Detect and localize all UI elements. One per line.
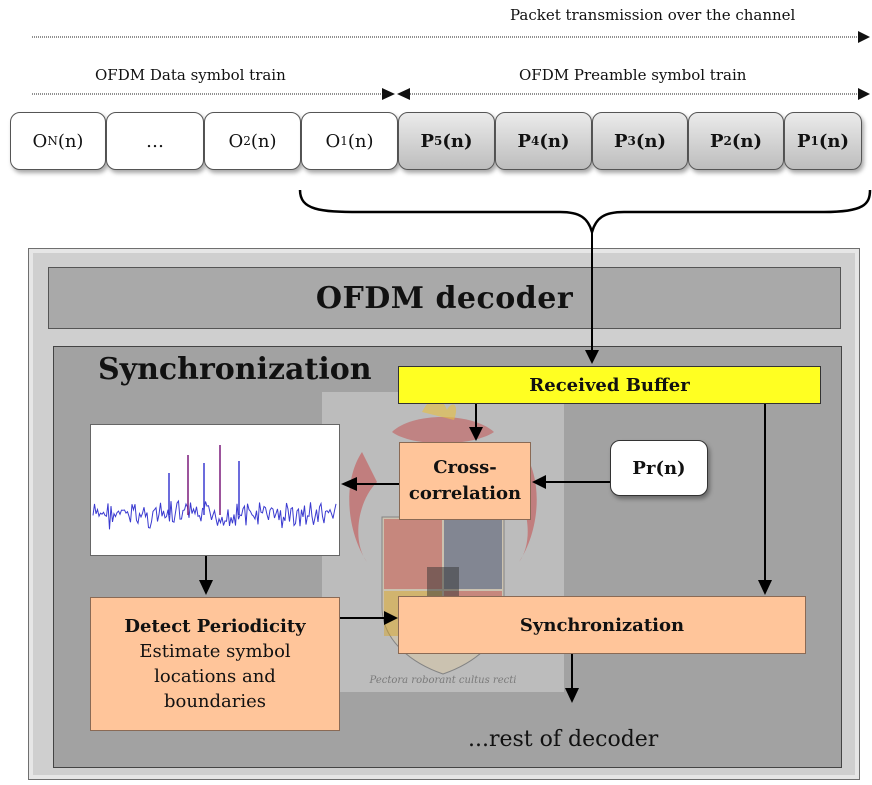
correlation-plot — [90, 424, 340, 556]
received-buffer-block: Received Buffer — [398, 366, 821, 404]
cross-correlation-line1: Cross- — [433, 457, 497, 478]
received-buffer-label: Received Buffer — [529, 374, 690, 396]
preamble-train-arrowhead-left — [397, 88, 410, 100]
detect-periodicity-title: Detect Periodicity — [124, 616, 306, 637]
preamble-train-label: OFDM Preamble symbol train — [519, 66, 747, 84]
detect-line1: Estimate symbol — [139, 641, 291, 662]
decoder-title: OFDM decoder — [48, 267, 841, 329]
reference-preamble-label: Pr(n) — [632, 457, 686, 479]
preamble-train-arrowhead — [858, 88, 870, 100]
detect-line2: locations and — [154, 666, 276, 687]
cross-correlation-line2: correlation — [408, 483, 522, 504]
cross-correlation-block: Cross- correlation — [399, 442, 531, 520]
rest-of-decoder-label: ...rest of decoder — [468, 727, 659, 752]
correlation-trace — [92, 499, 337, 530]
transmission-label: Packet transmission over the channel — [510, 6, 796, 24]
symbol-brace — [298, 189, 872, 237]
symbol-ellipsis: … — [106, 112, 204, 170]
seal-motto: Pectora roborant cultus recti — [369, 675, 517, 686]
correlation-plot-svg — [92, 445, 337, 530]
reference-preamble-block: Pr(n) — [610, 440, 708, 496]
data-train-label: OFDM Data symbol train — [95, 66, 286, 84]
detect-periodicity-block: Detect Periodicity Estimate symbol locat… — [90, 597, 340, 731]
synchronization-title: Synchronization — [98, 352, 372, 387]
transmission-arrowhead — [858, 31, 870, 43]
synchronization-block-label: Synchronization — [519, 614, 685, 636]
detect-line3: boundaries — [163, 691, 267, 712]
header-arrows — [32, 31, 870, 100]
synchronization-block: Synchronization — [398, 596, 806, 654]
data-train-arrowhead — [382, 88, 395, 100]
